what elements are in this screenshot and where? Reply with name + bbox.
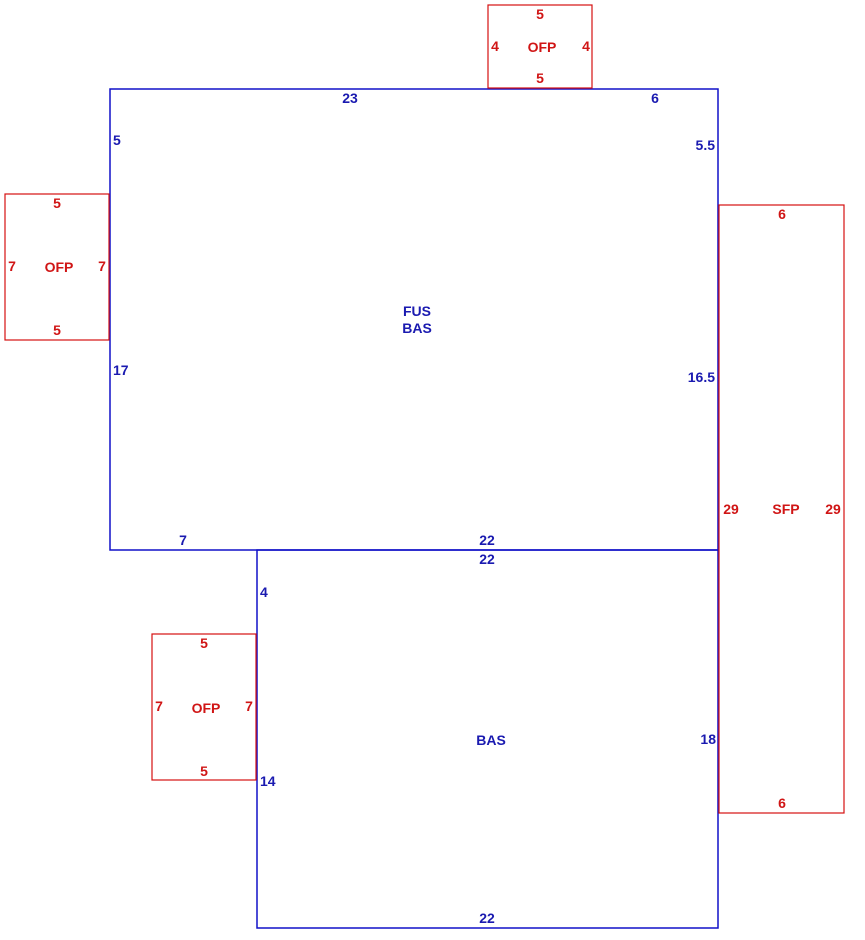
main-upper-code-2: BAS: [402, 320, 432, 336]
porch-right-code: SFP: [772, 501, 799, 517]
porch-right-dim-left: 29: [723, 501, 739, 517]
dim-lower-top: 22: [479, 551, 495, 567]
dim-lower-bottom: 22: [479, 910, 495, 926]
porch-top-code: OFP: [528, 39, 557, 55]
porch-right-dim-top: 6: [778, 206, 786, 222]
porch-lower-left-dim-bottom: 5: [200, 763, 208, 779]
porch-top-dim-left: 4: [491, 38, 499, 54]
dim-lower-left-upper: 4: [260, 584, 268, 600]
dim-lower-left-lower: 14: [260, 773, 276, 789]
porch-top-dim-bottom: 5: [536, 70, 544, 86]
porch-top-dim-top: 5: [536, 6, 544, 22]
dim-upper-left-lower: 17: [113, 362, 129, 378]
porch-left-dim-left: 7: [8, 258, 16, 274]
dim-lower-right: 18: [700, 731, 716, 747]
porch-lower-left-code: OFP: [192, 700, 221, 716]
main-lower-outline: [256, 549, 719, 929]
dim-upper-right-lower: 16.5: [688, 369, 715, 385]
dim-upper-top-right: 6: [651, 90, 659, 106]
porch-right-dim-right: 29: [825, 501, 841, 517]
porch-top-dim-right: 4: [582, 38, 590, 54]
dim-upper-top-left: 23: [342, 90, 358, 106]
porch-left-dim-right: 7: [98, 258, 106, 274]
porch-lower-left-dim-top: 5: [200, 635, 208, 651]
dim-upper-bottom-left: 7: [179, 532, 187, 548]
dim-upper-right-upper: 5.5: [696, 137, 716, 153]
dim-upper-bottom-right: 22: [479, 532, 495, 548]
dim-upper-left-upper: 5: [113, 132, 121, 148]
porch-left-dim-top: 5: [53, 195, 61, 211]
porch-left-outline: [4, 193, 110, 341]
porch-top-outline: [487, 4, 593, 89]
porch-right-outline: [718, 204, 845, 814]
porch-lower-left-dim-left: 7: [155, 698, 163, 714]
porch-lower-left-outline: [151, 633, 257, 781]
porch-left-code: OFP: [45, 259, 74, 275]
porch-left-dim-bottom: 5: [53, 322, 61, 338]
main-lower-code: BAS: [476, 732, 506, 748]
porch-right-dim-bottom: 6: [778, 795, 786, 811]
main-upper-code-1: FUS: [403, 303, 431, 319]
porch-lower-left-dim-right: 7: [245, 698, 253, 714]
